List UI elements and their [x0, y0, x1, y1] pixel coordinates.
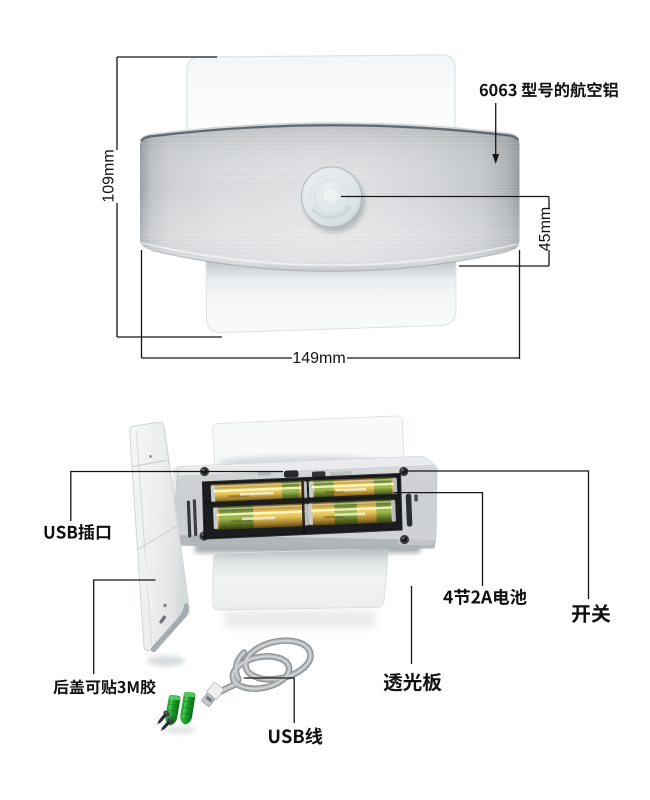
svg-text:109mm: 109mm	[101, 149, 118, 202]
svg-text:149mm: 149mm	[292, 350, 345, 367]
svg-text:45mm: 45mm	[537, 207, 554, 251]
